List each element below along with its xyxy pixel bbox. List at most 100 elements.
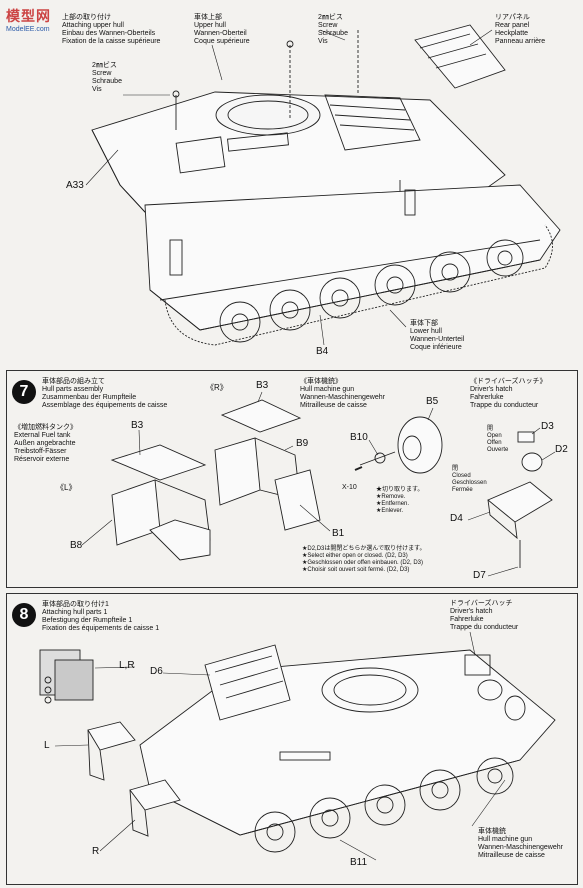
step7-note: ★D2,D3は開閉どちらか選んで取り付けます。 ★Select either o… — [302, 546, 426, 574]
text-fr: Fermée — [452, 487, 473, 493]
watermark-brand: 模型网 — [6, 8, 51, 24]
text-fr: Vis — [318, 38, 328, 45]
text-fr: Assemblage des équipements de caisse — [42, 402, 168, 409]
text-fr: Mitrailleuse de caisse — [478, 852, 545, 859]
step6-upper-hull-part-label: 車体上部 Upper hull Wannen-Oberteil Coque su… — [194, 14, 250, 46]
part-d7: D7 — [473, 570, 486, 581]
part-b4: B4 — [316, 346, 329, 357]
text-ja: 2㎜ビス — [92, 62, 117, 69]
part-b11: B11 — [350, 857, 368, 868]
text-de: Wannen-Unterteil — [410, 336, 465, 343]
part-r: R — [92, 846, 100, 857]
part-d4: D4 — [450, 513, 463, 524]
text-de: Außen angebrachte — [14, 440, 76, 447]
step6-upper-hull-title: 上部の取り付け Attaching upper hull Einbau des … — [62, 14, 160, 46]
step7-panel — [6, 370, 578, 588]
text-fr: Fixation des équipements de caisse 1 — [42, 625, 160, 632]
text-fr: Panneau arrière — [495, 38, 546, 45]
text-ja: 《ドライバーズハッチ》 — [470, 378, 547, 385]
text-de: Einbau des Wannen-Oberteils — [62, 30, 156, 37]
step7-fuel-tank-label: 《増加燃料タンク》 External Fuel tank Außen angeb… — [14, 424, 77, 464]
step6-lower-hull-label: 車体下部 Lower hull Wannen-Unterteil Coque i… — [410, 320, 464, 352]
step8-inset-drawing — [39, 649, 94, 704]
screw-drawings — [172, 30, 401, 215]
text-fr: Ouverte — [487, 447, 509, 453]
text-ja: 車体下部 — [410, 320, 438, 327]
step7-L-label: 《L》 — [56, 483, 77, 492]
text-en: Upper hull — [194, 22, 226, 29]
step7-closed-label: 閉 Closed Geschlossen Fermée — [452, 466, 487, 494]
text-fr: Coque inférieure — [410, 344, 462, 351]
part-l: L — [44, 740, 50, 751]
text-ja: 《増加燃料タンク》 — [14, 424, 77, 431]
text-fr: Fixation de la caisse supérieure — [62, 38, 161, 45]
text-ja: 開 — [487, 426, 494, 432]
text-ja: 車体部品の取り付け1 — [42, 601, 109, 608]
step7-number: 7 — [12, 380, 36, 404]
step8-number: 8 — [12, 603, 36, 627]
text-ja: ドライバーズハッチ — [450, 600, 513, 607]
part-lr: L,R — [119, 660, 135, 671]
step7-R-label: 《R》 — [206, 383, 228, 392]
text-ja: ★切り取ります。 — [376, 487, 424, 493]
text-de: Wannen-Maschinengewehr — [478, 844, 563, 851]
text-en: Open — [487, 433, 502, 439]
text-en: Driver's hatch — [470, 386, 513, 393]
step8-tank-drawing — [87, 644, 556, 853]
step8-panel — [6, 593, 578, 885]
text-de: Fahrerluke — [450, 616, 484, 623]
watermark-sub: ModelEE.com — [6, 26, 50, 33]
text-de: Wannen-Maschinengewehr — [300, 394, 385, 401]
part-d2: D2 — [555, 444, 568, 455]
part-b5: B5 — [426, 396, 439, 407]
step7-drivers-hatch-label: 《ドライバーズハッチ》 Driver's hatch Fahrerluke Tr… — [470, 378, 547, 410]
text-en: Hull machine gun — [478, 836, 533, 843]
machine-gun-drawing — [354, 416, 443, 474]
part-b1: B1 — [332, 528, 345, 539]
text-en: ★Select either open or closed. (D2, D3) — [302, 553, 408, 559]
text-en: Rear panel — [495, 22, 530, 29]
fuel-tank-L-drawing — [110, 444, 211, 561]
text-en: Driver's hatch — [450, 608, 493, 615]
text-en: Screw — [92, 70, 112, 77]
step7-open-label: 開 Open Offen Ouverte — [487, 426, 508, 454]
part-b9: B9 — [296, 438, 309, 449]
text-de: Offen — [487, 440, 502, 446]
text-ja: 車体機銃 — [478, 828, 506, 835]
text-fr: Trappe du conducteur — [450, 624, 519, 631]
part-b3-left: B3 — [131, 420, 144, 431]
part-b8: B8 — [70, 540, 83, 551]
text-en: ★Remove. — [376, 494, 406, 500]
step7-remove-label: ★切り取ります。 ★Remove. ★Entfernen. ★Enlever. — [376, 487, 423, 515]
text-fr: Vis — [92, 86, 102, 93]
part-a33: A33 — [66, 180, 84, 191]
text-de2: Treibstoff-Fässer — [14, 448, 67, 455]
text-de: Fahrerluke — [470, 394, 504, 401]
text-fr: Réservoir externe — [14, 456, 70, 463]
text-fr: Mitrailleuse de caisse — [300, 402, 367, 409]
text-de: Schraube — [318, 30, 348, 37]
text-ja: 車体上部 — [194, 14, 222, 21]
lower-hull-drawing — [144, 184, 561, 346]
drivers-hatch-drawing — [487, 431, 553, 568]
step7-machine-gun-label: 《車体機銃》 Hull machine gun Wannen-Maschinen… — [300, 378, 385, 410]
part-d6: D6 — [150, 666, 163, 677]
text-en: Hull parts assembly — [42, 386, 104, 393]
text-de: Wannen-Oberteil — [194, 30, 247, 37]
text-ja: リアパネル — [495, 14, 530, 21]
lower-hull-wheels — [219, 239, 524, 343]
step8-wheels — [254, 757, 514, 853]
step6-screw-left-label: 2㎜ビス Screw Schraube Vis — [92, 62, 122, 94]
watermark-logo: 模型网 ModelEE.com — [6, 6, 76, 36]
text-de: ★Geschlossen oder offen einbauen. (D2, D… — [302, 560, 424, 566]
text-fr: ★Enlever. — [376, 508, 404, 514]
text-en: Closed — [452, 473, 471, 479]
text-en: External Fuel tank — [14, 432, 71, 439]
step8-title: 車体部品の取り付け1 Attaching hull parts 1 Befest… — [42, 601, 159, 633]
step6-screw-right-label: 2㎜ビス Screw Schraube Vis — [318, 14, 348, 46]
step8-drivers-hatch-label: ドライバーズハッチ Driver's hatch Fahrerluke Trap… — [450, 600, 518, 632]
text-en: Screw — [318, 22, 338, 29]
text-de: Befestigung der Rumpfteile 1 — [42, 617, 133, 624]
